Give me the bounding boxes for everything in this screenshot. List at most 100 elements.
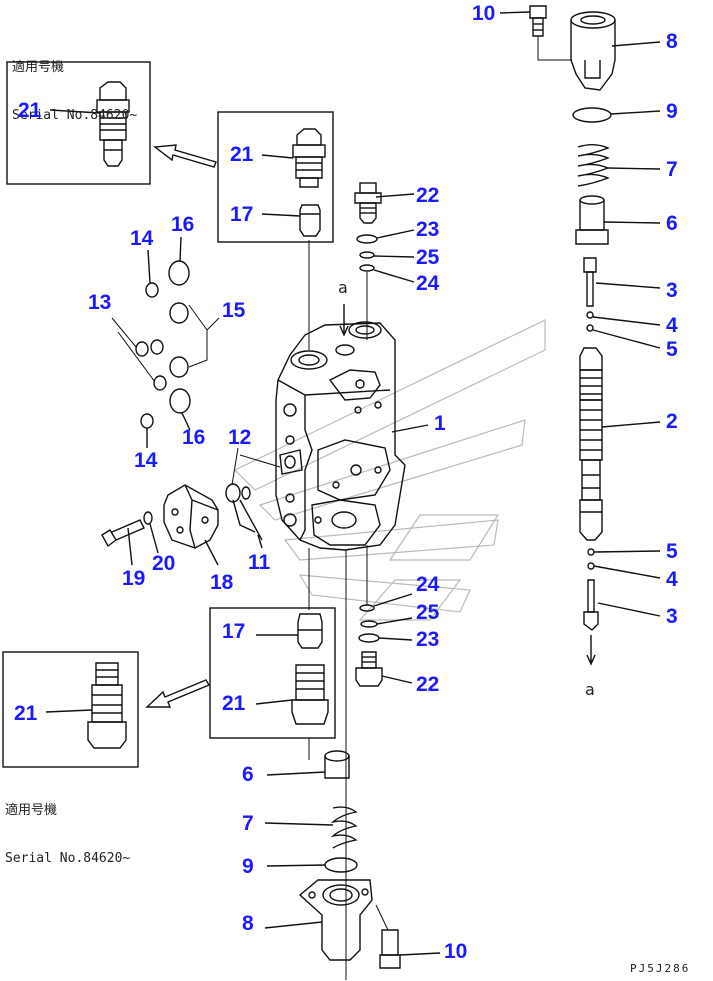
callout-21-box4: 21 — [14, 702, 38, 725]
callout-25-top: 25 — [416, 246, 440, 269]
callout-10-bottom: 10 — [444, 940, 468, 963]
callout-4-bottom: 4 — [666, 568, 678, 591]
callout-24-bottom: 24 — [416, 573, 440, 596]
leader — [261, 154, 294, 159]
plug-22-upper — [354, 182, 382, 224]
ball-5-bottom — [587, 548, 595, 556]
spool-2 — [579, 347, 603, 541]
leader — [49, 109, 101, 114]
cartridge-21-upper-left — [96, 81, 130, 167]
cartridge-21-lower-left — [87, 662, 127, 749]
callout-2: 2 — [666, 410, 678, 433]
plug-22-lower — [355, 651, 383, 687]
bracket-12 — [231, 447, 281, 486]
callout-5-bottom: 5 — [666, 540, 678, 563]
callout-6-top: 6 — [666, 212, 678, 235]
piston-17-lower — [297, 613, 323, 649]
callout-4-top: 4 — [666, 314, 678, 337]
o-ring-15-b — [169, 356, 189, 378]
watermark-graphic — [233, 319, 546, 621]
leader — [592, 329, 661, 349]
leader — [373, 269, 415, 283]
leader — [257, 534, 263, 549]
serial-note-line1: 適用号機 — [5, 803, 58, 818]
backup-ring-25-upper — [359, 251, 375, 259]
backup-ring-25-lower — [360, 620, 378, 628]
callout-17-box3: 17 — [222, 620, 246, 643]
leader — [611, 41, 661, 47]
callout-12: 12 — [228, 426, 252, 449]
leader — [373, 593, 413, 607]
leader — [593, 550, 661, 553]
leader — [264, 921, 323, 929]
plate-11 — [232, 499, 263, 541]
o-ring-16-lower — [169, 388, 191, 414]
o-ring-24-upper — [359, 264, 375, 272]
serial-note-bottom: 適用号機 Serial No.84620~ — [5, 771, 130, 883]
cartridge-21-upper-center — [292, 128, 326, 188]
bracket-13 — [111, 317, 156, 383]
callout-5-top: 5 — [666, 338, 678, 361]
leader — [266, 771, 326, 776]
flow-mark-a-lower: a — [585, 680, 595, 699]
o-ring-13-a — [135, 341, 149, 357]
stopper-3-bottom — [583, 579, 599, 631]
o-ring-12-b — [241, 486, 251, 500]
leader — [601, 421, 661, 428]
leader — [204, 539, 219, 566]
leader — [378, 637, 413, 641]
callout-6-bottom: 6 — [242, 763, 254, 786]
o-ring-12 — [225, 483, 241, 503]
leader — [593, 565, 661, 579]
serial-note-line2: Serial No.84620~ — [12, 108, 138, 123]
callout-14-top: 14 — [130, 227, 154, 250]
o-ring-14-lower — [140, 413, 154, 429]
callout-25-bottom: 25 — [416, 601, 440, 624]
bracket-15 — [188, 304, 220, 368]
callout-10-top: 10 — [472, 2, 496, 25]
flow-mark-a-upper: a — [338, 278, 348, 297]
ball-4-top — [586, 311, 594, 319]
callout-20: 20 — [152, 552, 176, 575]
cover-8-lower — [298, 879, 373, 961]
callout-23-top: 23 — [416, 218, 440, 241]
leader — [375, 193, 415, 198]
serial-note-line1: 適用号機 — [12, 60, 65, 75]
arrow-to-lower-left-box — [145, 679, 211, 708]
o-ring-13-c — [153, 375, 167, 391]
flow-arrow-upper — [339, 304, 349, 337]
cover-8-top — [570, 11, 616, 91]
o-ring-23-upper — [356, 234, 378, 244]
leader — [179, 236, 182, 262]
leader — [499, 11, 531, 14]
o-ring-16-upper — [168, 260, 190, 286]
callout-21-box3: 21 — [222, 692, 246, 715]
leader — [391, 424, 429, 433]
callout-24-top: 24 — [416, 272, 440, 295]
spring-seat-6-lower — [324, 750, 350, 779]
callout-8-top: 8 — [666, 30, 678, 53]
callout-7-bottom: 7 — [242, 812, 254, 835]
leader — [607, 167, 661, 170]
washer-20 — [143, 511, 153, 525]
callout-17-box2: 17 — [230, 203, 254, 226]
callout-3-top: 3 — [666, 279, 678, 302]
leader — [266, 864, 326, 867]
callout-23-bottom: 23 — [416, 628, 440, 651]
o-ring-15-a — [169, 302, 189, 324]
leader — [603, 221, 661, 224]
stopper-3-top — [583, 257, 597, 307]
spring-7-top — [577, 144, 610, 187]
leader — [399, 952, 441, 956]
callout-8-bottom: 8 — [242, 912, 254, 935]
bolt-10-lower — [375, 904, 401, 969]
detail-box-lower-center — [209, 607, 336, 739]
callout-11: 11 — [248, 551, 271, 574]
leader — [127, 527, 133, 566]
leader — [597, 602, 661, 617]
o-ring-9-lower — [324, 857, 358, 873]
arrow-to-upper-left-box — [153, 144, 217, 168]
leader — [381, 675, 413, 684]
bolt-19 — [101, 519, 145, 548]
